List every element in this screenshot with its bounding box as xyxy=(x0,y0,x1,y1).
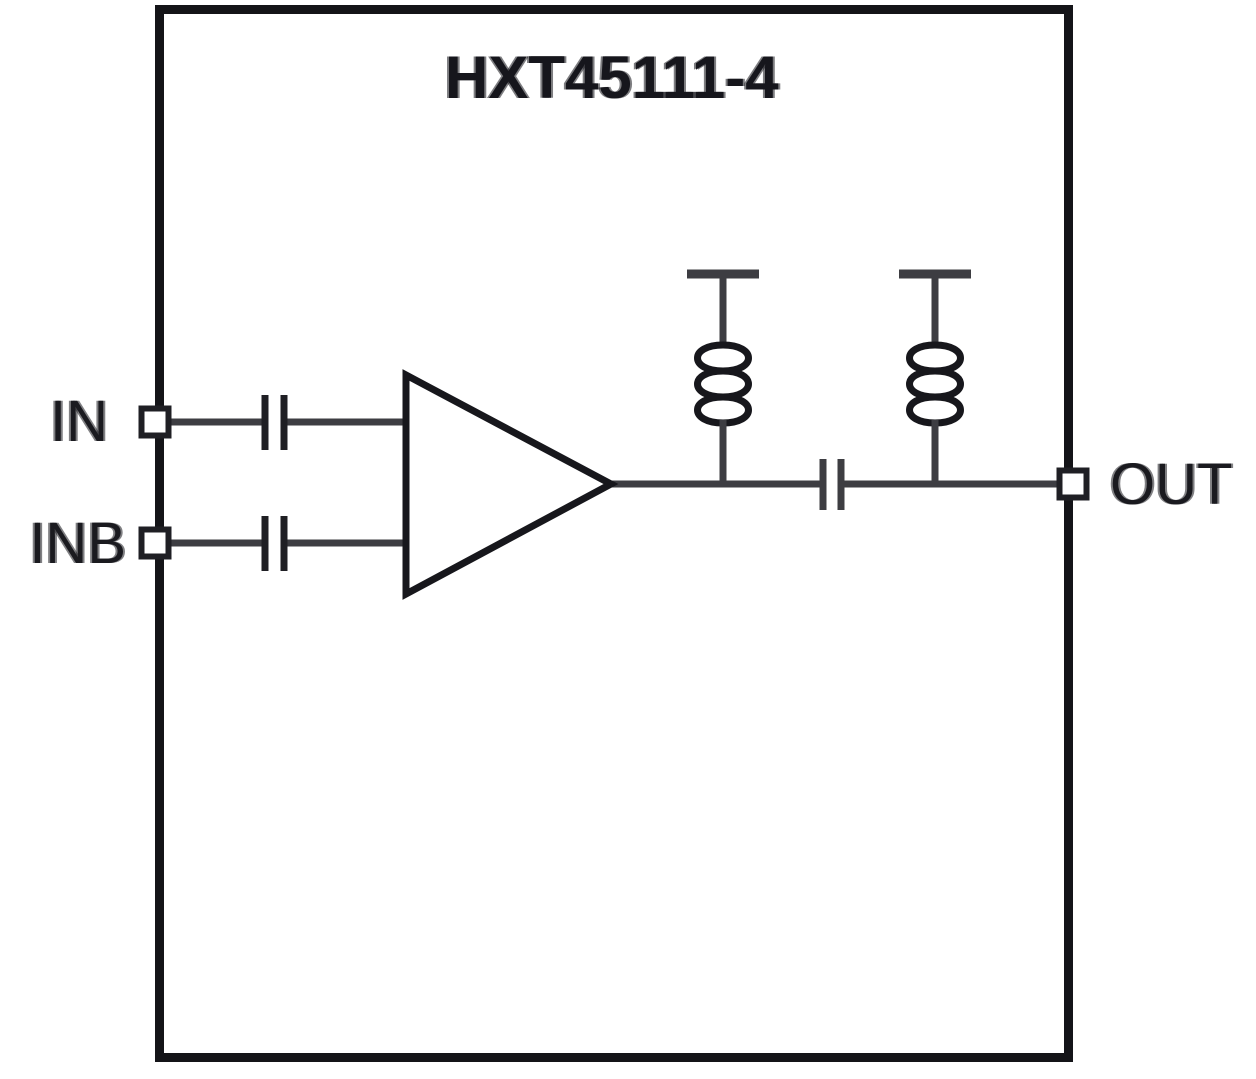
wire-net xyxy=(169,418,1063,547)
pin-label-inb-group: INB INB INB xyxy=(27,511,128,576)
pin-label-inb-fringe-cool: INB xyxy=(31,511,128,576)
device-title-fringe-warm: HXT45111-4 xyxy=(443,44,777,111)
pin-label-inb: INB xyxy=(29,511,126,576)
device-title-group: HXT45111-4 HXT45111-4 HXT45111-4 xyxy=(443,44,781,111)
input-coupling-capacitor-in xyxy=(261,395,288,450)
pin-pad-inb[interactable] xyxy=(138,526,172,560)
pin-label-in-fringe-cool: IN xyxy=(52,389,110,454)
package-boundary xyxy=(155,5,1073,1062)
pin-pad-in[interactable] xyxy=(138,405,172,439)
bias-inductor-1 xyxy=(687,269,759,487)
pin-label-inb-fringe-warm: INB xyxy=(27,511,124,576)
input-coupling-capacitor-inb xyxy=(261,516,288,571)
pin-label-in: IN xyxy=(50,389,108,454)
output-coupling-capacitor xyxy=(819,459,845,510)
pin-label-out-fringe-warm: OUT xyxy=(1108,452,1230,517)
page-title: HXT45111-4 xyxy=(445,44,779,111)
bias-inductor-2 xyxy=(899,269,971,487)
pin-label-in-fringe-warm: IN xyxy=(48,389,106,454)
pin-label-out-fringe-cool: OUT xyxy=(1112,452,1234,517)
device-title-fringe-cool: HXT45111-4 xyxy=(447,44,781,111)
pin-label-out-group: OUT OUT OUT xyxy=(1108,452,1234,517)
amplifier-triangle xyxy=(402,369,619,600)
pin-label-in-group: IN IN IN xyxy=(48,389,110,454)
pin-label-out: OUT xyxy=(1110,452,1232,517)
pin-pad-out[interactable] xyxy=(1056,467,1090,501)
